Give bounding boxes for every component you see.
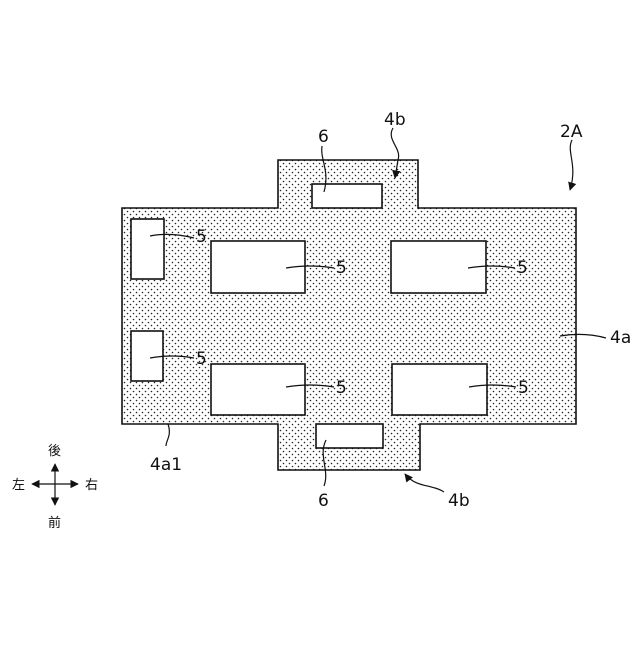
label-4a: 4a — [610, 328, 631, 348]
label-4b-top: 4b — [384, 110, 406, 130]
label-5-left-top: 5 — [196, 227, 207, 247]
slot-bottom — [316, 424, 383, 448]
dir-front: 前 — [48, 515, 61, 531]
dir-back: 後 — [48, 444, 61, 459]
label-4b-bottom: 4b — [448, 491, 470, 511]
dir-left: 左 — [12, 478, 25, 493]
hole-right-bottom — [392, 364, 487, 415]
label-5-mid-top: 5 — [336, 258, 347, 278]
label-5-mid-bottom: 5 — [336, 378, 347, 398]
hole-left-bottom — [131, 331, 163, 381]
hole-left-top — [131, 219, 164, 279]
leader-4b-bottom — [405, 474, 444, 492]
leader-4b-top — [391, 128, 398, 160]
slot-top — [312, 184, 382, 208]
label-2A: 2A — [560, 122, 583, 142]
label-4a1: 4a1 — [150, 455, 182, 475]
label-5-left-bottom: 5 — [196, 349, 207, 369]
label-6-top: 6 — [318, 127, 329, 147]
direction-compass: 後 前 左 右 — [12, 444, 98, 531]
dir-right: 右 — [85, 478, 98, 493]
label-5-right-top: 5 — [517, 258, 528, 278]
leader-4a1 — [166, 424, 169, 446]
arrow-2A — [570, 140, 573, 190]
label-6-bottom: 6 — [318, 491, 329, 511]
hole-mid-bottom — [211, 364, 305, 415]
label-5-right-bottom: 5 — [518, 378, 529, 398]
